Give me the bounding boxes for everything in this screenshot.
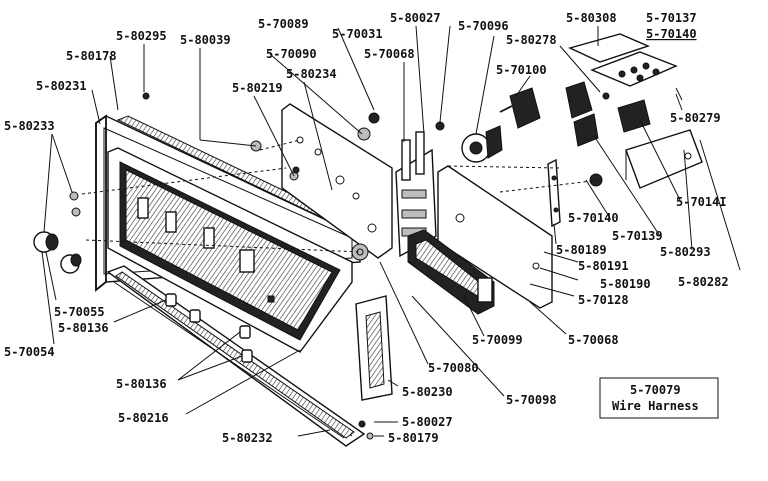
small-bracket [547, 158, 561, 228]
terminal-switch-block [395, 131, 437, 258]
side-mounting-bracket [625, 129, 703, 189]
part-label: 5-80233 [4, 119, 55, 133]
display-lens [355, 295, 393, 401]
part-label: 5-70139 [612, 229, 663, 243]
part-label: 5-70090 [266, 47, 317, 61]
part-label: 5-80293 [660, 245, 711, 259]
relay-board-bracket [567, 33, 683, 101]
display-window-bezel [107, 147, 353, 353]
part-label: 5-80039 [180, 33, 231, 47]
part-label: 5-7014I [676, 195, 727, 209]
part-label: 5-80136 [58, 321, 109, 335]
part-label: 5-70140 [568, 211, 619, 225]
part-label: 5-80232 [222, 431, 273, 445]
part-label: 5-80178 [66, 49, 117, 63]
part-label: 5-70068 [364, 47, 415, 61]
part-label: 5-80190 [600, 277, 651, 291]
leader-lines [41, 25, 741, 437]
part-label: 5-70098 [506, 393, 557, 407]
part-label: 5-80219 [232, 81, 283, 95]
part-label: 5-70089 [258, 17, 309, 31]
part-label: 5-80234 [286, 67, 337, 81]
part-label: 5-80179 [388, 431, 439, 445]
bottom-mounting-rail [106, 265, 366, 447]
part-label: 5-80189 [556, 243, 607, 257]
relay-module [565, 81, 651, 147]
wire-harness-connector [407, 229, 495, 315]
assembly-guide-lines [81, 139, 601, 253]
part-label: 5-80027 [402, 415, 453, 429]
part-label: 5-70054 [4, 345, 55, 359]
part-label: 5-80216 [118, 411, 169, 425]
part-label: 5-80278 [506, 33, 557, 47]
part-label: 5-80282 [678, 275, 729, 289]
timer-motor [461, 125, 503, 163]
part-label: 5-70128 [578, 293, 629, 307]
part-label: 5-70031 [332, 27, 383, 41]
part-label: 5-70096 [458, 19, 509, 33]
part-label: 5-80295 [116, 29, 167, 43]
callout-caption: Wire Harness [612, 399, 699, 413]
part-label: 5-80230 [402, 385, 453, 399]
wire-harness-callout: 5-70079 Wire Harness [599, 377, 719, 419]
transformer [499, 87, 541, 129]
part-label: 5-70055 [54, 305, 105, 319]
control-circuit-board [281, 103, 393, 261]
knob-assembly [33, 231, 82, 274]
callout-part-number: 5-70079 [630, 383, 681, 397]
part-label: 5-80136 [116, 377, 167, 391]
part-label: 5-80191 [578, 259, 629, 273]
part-labels: 5-80295 5-80178 5-80231 5-80233 5-80039 … [4, 11, 729, 445]
part-label: 5-80279 [670, 111, 721, 125]
part-label: 5-80231 [36, 79, 87, 93]
part-label: 5-70140 [646, 27, 697, 41]
screws-and-washers [69, 92, 610, 440]
part-label: 5-70099 [472, 333, 523, 347]
part-label: 5-80027 [390, 11, 441, 25]
part-label: 5-70137 [646, 11, 697, 25]
part-label: 5-70080 [428, 361, 479, 375]
part-label: 5-70100 [496, 63, 547, 77]
part-label: 5-80308 [566, 11, 617, 25]
part-label: 5-70068 [568, 333, 619, 347]
push-buttons [165, 293, 253, 363]
